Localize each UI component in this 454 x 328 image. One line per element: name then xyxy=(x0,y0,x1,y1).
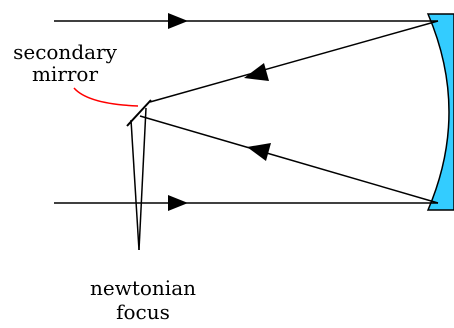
arrowhead-reflected-top xyxy=(244,63,269,81)
focus-ray-right xyxy=(138,107,147,251)
secondary-mirror-label-line2: mirror xyxy=(32,62,99,86)
newtonian-focus-label-line1: newtonian xyxy=(90,276,196,300)
reflected-ray-top xyxy=(149,20,439,103)
focus-ray-left xyxy=(130,119,140,251)
reflected-ray-bottom xyxy=(139,115,439,204)
secondary-mirror-label-line1: secondary xyxy=(13,40,118,64)
arrowhead-reflected-bottom xyxy=(247,143,271,161)
primary-mirror xyxy=(426,13,454,211)
newtonian-focus-label-line2: focus xyxy=(116,300,170,324)
secondary-mirror-leader-line xyxy=(73,87,139,107)
arrowhead-incoming-top xyxy=(168,13,188,29)
arrowhead-incoming-bottom xyxy=(168,195,188,211)
